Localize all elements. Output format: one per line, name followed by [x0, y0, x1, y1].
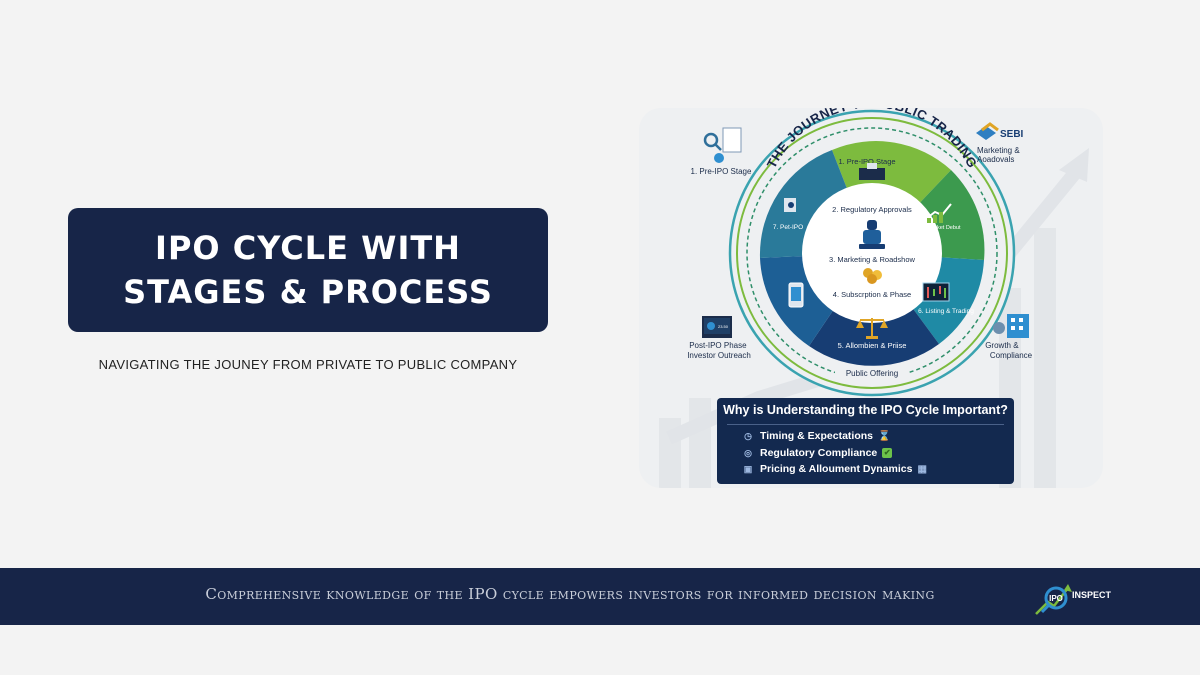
outer-ring-inner-line [736, 117, 1008, 389]
stamp-icon [859, 220, 885, 249]
ipo-cycle-infographic: THE JOURNEY TO PUBLIC TRADING 1. Pre-IPO… [639, 108, 1103, 488]
page-title: IPO CYCLE WITH STAGES & PROCESS [123, 229, 493, 311]
outer-label-pre-ipo: 1. Pre-IPO Stage [691, 167, 752, 176]
monitor-icon: 23.50 [702, 316, 732, 338]
ipo-cycle-diagram: THE JOURNEY TO PUBLIC TRADING 1. Pre-IPO… [659, 108, 1089, 488]
segment-label-post-ipo: 7. Pet-IPO [773, 224, 803, 231]
svg-text:23.50: 23.50 [718, 324, 729, 329]
center-step-marketing: 3. Marketing & Roadshow [829, 255, 915, 264]
importance-item-label: Pricing & Alloument Dynamics [760, 463, 913, 475]
importance-title: Why is Understanding the IPO Cycle Impor… [723, 403, 1008, 417]
mobile-phone-icon [788, 282, 804, 308]
coins-icon [863, 268, 882, 284]
importance-item: ▣ Pricing & Alloument Dynamics ▦ [743, 461, 927, 477]
magnifier-gear-icon [703, 127, 742, 163]
scale-icon [856, 318, 888, 339]
logo-wordmark: INSPECT [1072, 590, 1112, 600]
footer-tagline: Comprehensive knowledge of the IPO cycle… [205, 585, 935, 603]
segment-label-listing: 6. Listing & Trading [918, 308, 974, 315]
shield-icon: ◎ [744, 448, 752, 458]
handshake-icon [976, 122, 999, 140]
desk-icon [859, 163, 885, 180]
center-step-regulatory: 2. Regulatory Approvals [832, 205, 912, 214]
people-icon: ▣ [743, 464, 753, 474]
ring-bottom-label-bg [835, 366, 909, 379]
clock-icon: ◷ [744, 431, 752, 441]
outer-label-growth: Growth & Compliance [985, 341, 1032, 360]
wheel-center [802, 183, 942, 323]
importance-item-label: Timing & Expectations [760, 430, 873, 442]
importance-item: ◷ Timing & Expectations ⌛ [743, 428, 890, 444]
grid-icon: ▦ [917, 463, 927, 475]
ring-bottom-label: Public Offering [846, 369, 898, 378]
center-step-subscription: 4. Subscrption & Phase [833, 290, 911, 299]
ipo-inspect-logo: IPO [1035, 584, 1072, 615]
importance-divider [727, 424, 1004, 425]
segment-label-pre-ipo: 1. Pre-IPO Stage [838, 157, 895, 166]
svg-text:IPO: IPO [1049, 594, 1063, 603]
segment-label-market-debut: Market Debut [927, 225, 960, 231]
outer-label-marketing: Marketing & Aoadovals [977, 146, 1022, 164]
check-icon: ✔ [882, 448, 893, 458]
building-gear-icon [993, 314, 1029, 338]
sebi-logo-text: SEBI [1000, 129, 1024, 140]
trading-screen-icon [922, 282, 950, 302]
footer-bar: Comprehensive knowledge of the IPO cycle… [0, 568, 1200, 625]
page-subtitle: NAVIGATING THE JOUNEY FROM PRIVATE TO PU… [98, 357, 518, 372]
title-banner: IPO CYCLE WITH STAGES & PROCESS [68, 208, 548, 332]
growth-chart-icon [926, 203, 952, 223]
importance-item: ◎ Regulatory Compliance ✔ [743, 445, 893, 461]
document-icon [784, 198, 796, 212]
segment-label-allotment: 5. Allombien & Priise [838, 341, 907, 350]
importance-panel: Why is Understanding the IPO Cycle Impor… [717, 398, 1014, 484]
outer-label-post-ipo: Post-IPO Phase Investor Outreach [687, 341, 751, 360]
hourglass-icon: ⌛ [878, 430, 891, 442]
importance-item-label: Regulatory Compliance [760, 447, 878, 459]
